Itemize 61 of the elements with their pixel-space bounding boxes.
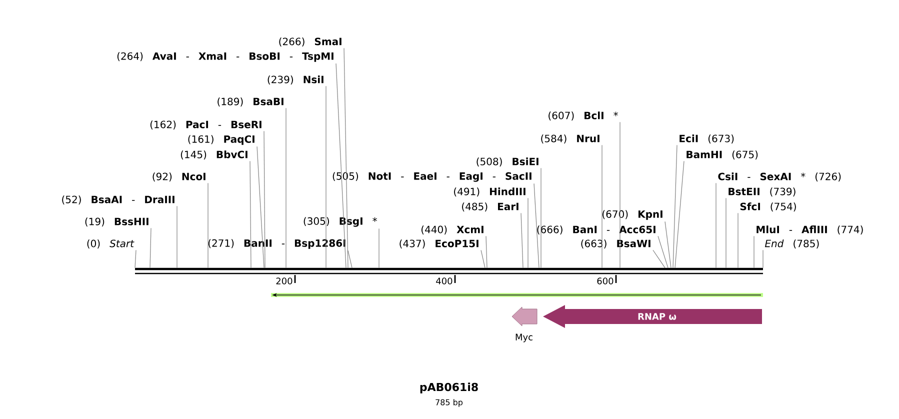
site-label: (505) NotI - EaeI - EagI - SacII bbox=[332, 172, 532, 182]
leader-line bbox=[664, 221, 672, 268]
gene-feature: Myc bbox=[512, 306, 538, 342]
site-label: (145) BbvCI bbox=[180, 150, 248, 160]
site-label: (663) BsaWI bbox=[581, 240, 650, 248]
tick-label: 400 bbox=[436, 278, 452, 284]
site-label: (161) PaqCI bbox=[188, 135, 254, 145]
leader-line bbox=[250, 160, 252, 268]
leader-line bbox=[540, 168, 542, 268]
site-label: BamHI (675) bbox=[686, 150, 758, 160]
leader-line bbox=[486, 236, 488, 268]
site-label: MluI - AflIII (774) bbox=[756, 226, 863, 234]
leader-line bbox=[480, 250, 486, 268]
leader-line bbox=[762, 250, 764, 268]
leader-line bbox=[256, 146, 264, 268]
leader-line bbox=[652, 250, 666, 268]
leader-line bbox=[134, 250, 136, 268]
site-label: (266) SmaI bbox=[279, 38, 342, 46]
leader-line bbox=[534, 183, 540, 268]
leader-line bbox=[658, 236, 668, 268]
site-label: (607) BclI* bbox=[548, 112, 618, 120]
sequence-backbone bbox=[135, 268, 763, 274]
site-label: (670) KpnI bbox=[602, 210, 662, 220]
tick-label: 600 bbox=[597, 278, 614, 284]
site-label: (239) NsiI bbox=[268, 76, 324, 84]
site-label: (19) BssHII bbox=[85, 218, 148, 226]
site-label: EciI (673) bbox=[680, 134, 734, 144]
leader-line bbox=[378, 228, 380, 268]
site-label: SfcI (754) bbox=[740, 202, 796, 212]
leader-line bbox=[674, 160, 684, 268]
map-length: 785 bp bbox=[436, 399, 463, 407]
site-label: (584) NruI bbox=[541, 134, 600, 144]
site-label: CsiI - SexAI* (726) bbox=[718, 172, 841, 182]
site-label: (52) BsaAI - DraIII bbox=[62, 196, 174, 204]
site-label: (271) BanII - Bsp1286I bbox=[208, 239, 346, 249]
map-title: pAB061i8 bbox=[420, 382, 478, 394]
leader-line bbox=[672, 144, 678, 268]
site-label: (0) Start bbox=[87, 240, 134, 248]
leader-line bbox=[520, 212, 524, 268]
site-label: (508) BsiEI bbox=[476, 158, 538, 166]
gene-feature: RNAP ω bbox=[543, 305, 762, 328]
leader-line bbox=[348, 250, 352, 268]
site-label: BstEII (739) bbox=[728, 188, 796, 196]
site-label: (189) BsaBI bbox=[218, 98, 284, 106]
site-label: (440) XcmI bbox=[422, 226, 484, 234]
site-label: (437) EcoP15I bbox=[400, 240, 478, 248]
leader-line bbox=[264, 130, 266, 268]
site-label: (264) AvaI - XmaI - BsoBI - TspMI bbox=[117, 52, 334, 62]
leader-line bbox=[336, 63, 346, 268]
site-label: (485) EarI bbox=[462, 202, 518, 212]
site-label: (305) BsgI* bbox=[304, 217, 377, 227]
site-label: End (785) bbox=[764, 240, 819, 248]
site-label: (92) NcoI bbox=[152, 172, 206, 182]
leader-line bbox=[176, 206, 178, 268]
site-label: (666) BanI - Acc65I bbox=[537, 226, 656, 234]
leader-line bbox=[344, 48, 348, 268]
site-label: (162) PacI - BseRI bbox=[150, 120, 262, 130]
tick-label: 200 bbox=[276, 278, 292, 284]
site-label: (491) HindIII bbox=[454, 188, 526, 196]
leader-line bbox=[150, 228, 152, 268]
node-label: Myc bbox=[516, 334, 532, 342]
